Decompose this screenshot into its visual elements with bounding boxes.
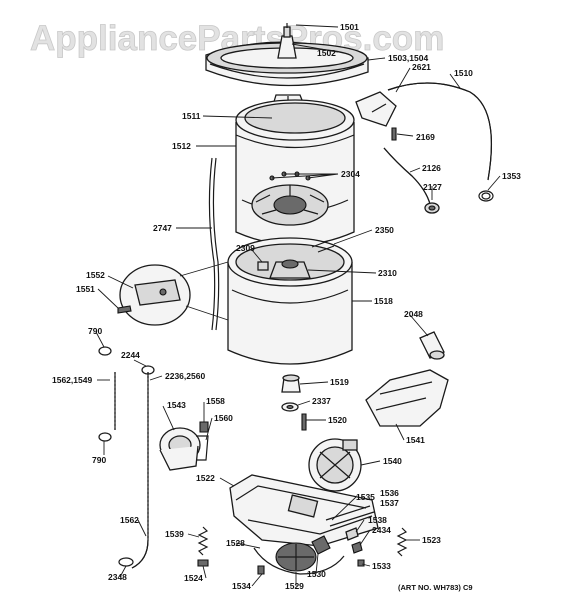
callout-1551: 1551 <box>76 284 95 294</box>
clamp-2348 <box>118 557 134 567</box>
callout-1523: 1523 <box>422 535 441 545</box>
callout-1519: 1519 <box>330 377 349 387</box>
callout-1558: 1558 <box>206 396 225 406</box>
callout-1534: 1534 <box>232 581 251 591</box>
callout-790-upper: 790 <box>88 326 102 336</box>
callout-2236-2560: 2236,2560 <box>165 371 205 381</box>
motor-1540 <box>308 438 362 492</box>
callout-2348: 2348 <box>108 572 127 582</box>
clamp-790-upper <box>98 346 112 356</box>
callout-1562-1549: 1562,1549 <box>52 375 92 385</box>
belt-1528 <box>253 547 345 575</box>
outer-tub <box>227 237 353 365</box>
part-1534 <box>257 565 265 575</box>
callout-2350: 2350 <box>375 225 394 235</box>
hose-1562 <box>131 539 149 569</box>
callout-1520: 1520 <box>328 415 347 425</box>
callout-1560: 1560 <box>214 413 233 423</box>
screw-2169 <box>391 127 397 141</box>
callout-1511: 1511 <box>182 111 201 121</box>
clutch-1529 <box>311 535 331 555</box>
hose-1510 <box>387 82 493 181</box>
washer-2337 <box>281 402 299 412</box>
callout-2244: 2244 <box>121 350 140 360</box>
leader-lines <box>95 24 501 587</box>
pump-1543 <box>159 427 201 471</box>
callout-2434: 2434 <box>372 525 391 535</box>
art-number: (ART NO. WH783) C9 <box>398 583 473 592</box>
bracket-1535 <box>325 505 375 527</box>
clamp-1353 <box>478 190 494 202</box>
clamp-2244 <box>141 365 155 375</box>
callout-1529: 1529 <box>285 581 304 591</box>
pump-pulley-1530 <box>275 542 317 572</box>
part-1524 <box>197 559 209 567</box>
part-1560 <box>196 435 209 461</box>
callout-1537: 1537 <box>380 498 399 508</box>
callout-1543: 1543 <box>167 400 186 410</box>
callout-2621: 2621 <box>412 62 431 72</box>
spring-1539 <box>197 526 209 556</box>
callout-1524: 1524 <box>184 573 203 583</box>
basket-hub <box>251 171 329 226</box>
hose-2126 <box>383 147 431 205</box>
tub-seal <box>269 259 311 279</box>
callout-1533: 1533 <box>372 561 391 571</box>
callout-1522: 1522 <box>196 473 215 483</box>
callout-1530: 1530 <box>307 569 326 579</box>
callout-1503-1504: 1503,1504 <box>388 53 428 63</box>
rod-2747 <box>208 157 216 331</box>
callout-1501: 1501 <box>340 22 359 32</box>
callout-2126: 2126 <box>422 163 441 173</box>
callout-2310: 2310 <box>378 268 397 278</box>
callout-1512: 1512 <box>172 141 191 151</box>
callout-1536: 1536 <box>380 488 399 498</box>
callout-2337: 2337 <box>312 396 331 406</box>
bolt-1520 <box>301 413 307 431</box>
inset-magnifier <box>119 261 229 326</box>
callout-2127: 2127 <box>423 182 442 192</box>
spring-1523 <box>396 527 408 557</box>
callout-1552: 1552 <box>86 270 105 280</box>
watermark: AppliancePartsPros.com <box>30 19 444 58</box>
clip-1538 <box>345 527 363 554</box>
motor-cover-1541 <box>365 369 449 427</box>
screw-1551 <box>117 305 132 314</box>
callout-1518: 1518 <box>374 296 393 306</box>
coupling-1519 <box>281 374 301 393</box>
callout-1562: 1562 <box>120 515 139 525</box>
agitator-cap <box>277 23 297 59</box>
callout-1353: 1353 <box>502 171 521 181</box>
callout-1528: 1528 <box>226 538 245 548</box>
callout-790-lower: 790 <box>92 455 106 465</box>
callout-2747: 2747 <box>153 223 172 233</box>
clamp-790-lower <box>98 432 112 442</box>
part-1558 <box>199 421 209 433</box>
nozzle-2621 <box>355 91 397 127</box>
screws-2350 <box>311 240 335 253</box>
callout-1510: 1510 <box>454 68 473 78</box>
fitting-2127 <box>424 202 440 214</box>
callout-2169: 2169 <box>416 132 435 142</box>
callout-1538: 1538 <box>368 515 387 525</box>
capacitor-2048 <box>419 331 445 360</box>
callout-1535: 1535 <box>356 492 375 502</box>
callout-1540: 1540 <box>383 456 402 466</box>
tub-clip <box>257 261 269 271</box>
part-1533 <box>357 559 365 567</box>
callout-2304: 2304 <box>341 169 360 179</box>
callout-1541: 1541 <box>406 435 425 445</box>
callout-2048: 2048 <box>404 309 423 319</box>
callout-2309: 2309 <box>236 243 255 253</box>
callout-1539: 1539 <box>165 529 184 539</box>
callout-1502: 1502 <box>317 48 336 58</box>
